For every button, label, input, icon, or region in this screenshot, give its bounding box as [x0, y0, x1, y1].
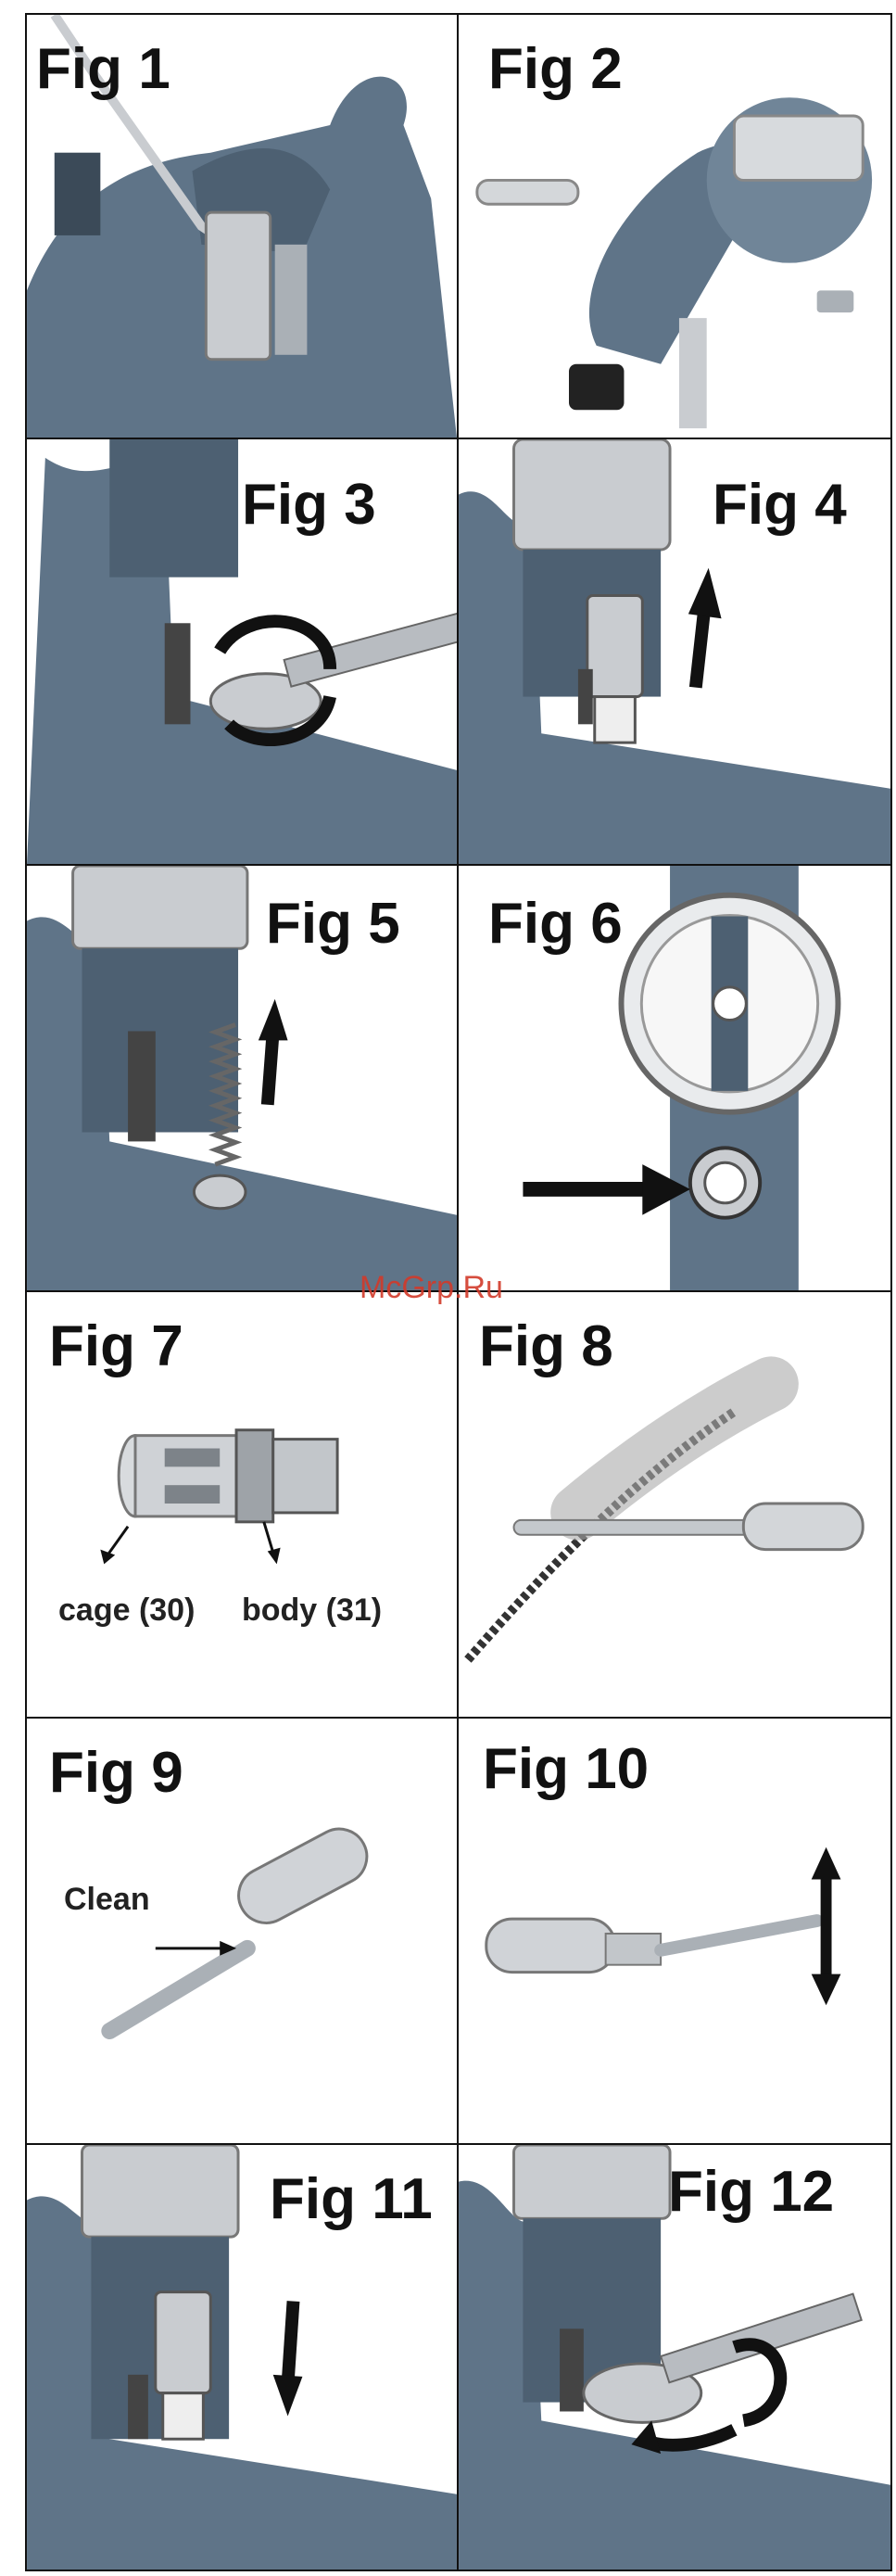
watermark: McGrp.Ru: [360, 1270, 503, 1306]
figure-8: Fig 8: [457, 1290, 892, 1719]
caption-cage: cage (30): [58, 1593, 195, 1629]
fig-label: Fig 5: [266, 895, 400, 953]
caption-clean: Clean: [64, 1882, 150, 1918]
figure-7: Fig 7 cage (30) body (31): [25, 1290, 459, 1719]
figure-11: Fig 11: [25, 2143, 459, 2571]
figure-2: Fig 2: [457, 13, 892, 439]
fig-label: Fig 6: [488, 895, 623, 953]
fig-label: Fig 12: [668, 2164, 834, 2221]
caption-body: body (31): [242, 1593, 382, 1629]
fig-label: Fig 7: [49, 1318, 183, 1376]
fig-label: Fig 4: [713, 476, 847, 534]
fig-label: Fig 10: [483, 1741, 649, 1798]
figure-5: Fig 5: [25, 864, 459, 1292]
fig-label: Fig 2: [488, 41, 623, 98]
figure-4: Fig 4: [457, 438, 892, 866]
figure-10: Fig 10: [457, 1717, 892, 2145]
figure-12: Fig 12: [457, 2143, 892, 2571]
figure-6: Fig 6: [457, 864, 892, 1292]
fig-label: Fig 3: [242, 476, 376, 534]
fig-label: Fig 9: [49, 1745, 183, 1802]
fig-label: Fig 8: [479, 1318, 613, 1376]
fig-label: Fig 11: [270, 2171, 433, 2228]
figure-9: Fig 9 Clean: [25, 1717, 459, 2145]
fig-label: Fig 1: [36, 41, 170, 98]
figure-1: Fig 1: [25, 13, 459, 439]
figure-3: Fig 3: [25, 438, 459, 866]
